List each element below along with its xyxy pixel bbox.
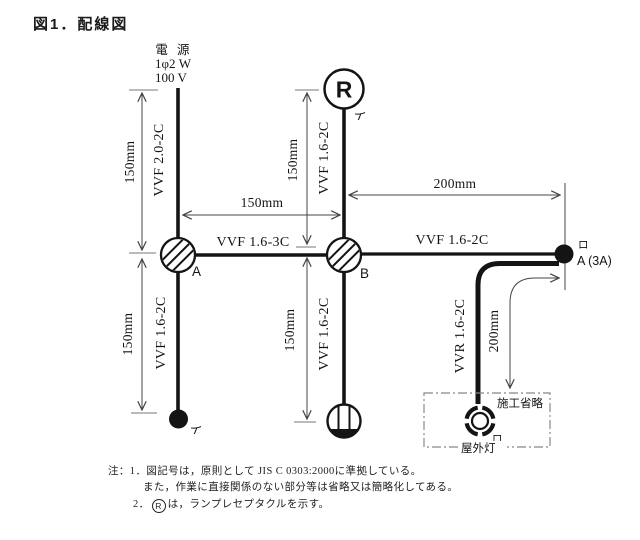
junction-a-hatch [162, 239, 194, 271]
power-source-voltage: 100 V [155, 70, 188, 85]
cable-label-vvr: VVR 1.6-2C [453, 299, 468, 374]
dim-label-source-to-a: 150mm [122, 140, 137, 183]
note-1-line-1: 注：1．図記号は，原則として JIS C 0303:2000に準拠している。 [108, 466, 422, 477]
wires [176, 88, 559, 412]
lamp-outlet-symbol: イ [169, 409, 204, 438]
note-2-number: 2． [133, 499, 150, 510]
cable-label-b-to-switch: VVF 1.6-2C [415, 233, 488, 248]
junction-box-b: B [325, 236, 369, 281]
cable-label-a-to-b: VVF 1.6-3C [216, 235, 289, 250]
outdoor-light-inner-circle-icon [470, 411, 490, 431]
auto-switch-symbol: ロ A (3A) [554, 239, 612, 268]
auto-switch-label: A (3A) [577, 254, 612, 268]
cable-vvr-to-outdoor-light [475, 261, 559, 404]
power-source-label: 電 源 1φ2 W 100 V [155, 43, 192, 85]
omission-label: 施工省略 [497, 396, 543, 410]
outdoor-light-label: 屋外灯 [461, 442, 496, 455]
dim-label-switch-to-box: 200mm [486, 309, 501, 352]
note-1-line-2: また，作業に直接関係のない部分等は省略又は簡略化してある。 [143, 482, 459, 493]
outdoor-light-circuit-id: ロ [492, 434, 503, 445]
cable-label-a-drop: VVF 1.6-2C [154, 296, 169, 369]
ceiling-outlet-symbol [326, 403, 362, 439]
note-2-text: は，ランプレセプタクルを示す。 [167, 499, 330, 510]
figure-title: 図1．配線図 [33, 16, 129, 33]
circled-r-icon: R [151, 499, 166, 513]
receptacle-circuit-id: イ [351, 107, 367, 124]
dim-label-b-to-ceiling: 150mm [282, 308, 297, 351]
ceiling-outlet-filled-segment [329, 429, 359, 438]
receptacle-circle-icon [323, 68, 365, 110]
receptacle-letter: R [336, 77, 353, 103]
lamp-outlet-circuit-id: イ [187, 421, 203, 438]
outdoor-light-symbol: ロ 屋外灯 [459, 405, 507, 455]
junction-b-label: B [360, 266, 369, 281]
dimension-lines [129, 89, 566, 423]
dim-label-b-to-switch: 200mm [434, 176, 477, 191]
power-source-name: 電 源 [155, 43, 192, 57]
auto-switch-circuit-id: ロ [578, 239, 589, 251]
power-source-system: 1φ2 W [155, 56, 192, 71]
dim-switch-to-box [510, 278, 559, 388]
dim-label-a-to-b: 150mm [241, 195, 284, 210]
outdoor-light-ring-icon [464, 405, 496, 437]
lamp-outlet-dot-icon [169, 409, 188, 429]
cable-label-source-drop: VVF 2.0-2C [152, 123, 167, 196]
junction-a-label: A [192, 264, 201, 279]
auto-switch-dot-icon [554, 244, 574, 264]
junction-box-a: A [159, 236, 201, 279]
outdoor-light-label-bg [459, 441, 507, 454]
lamp-receptacle-symbol: R イ [323, 68, 368, 124]
dim-label-a-to-lamp: 150mm [120, 312, 135, 355]
junction-b-hatch [328, 239, 360, 271]
dim-label-r-to-b: 150mm [285, 138, 300, 181]
cable-label-r-drop: VVF 1.6-2C [317, 121, 332, 194]
cable-label-b-drop: VVF 1.6-2C [317, 297, 332, 370]
